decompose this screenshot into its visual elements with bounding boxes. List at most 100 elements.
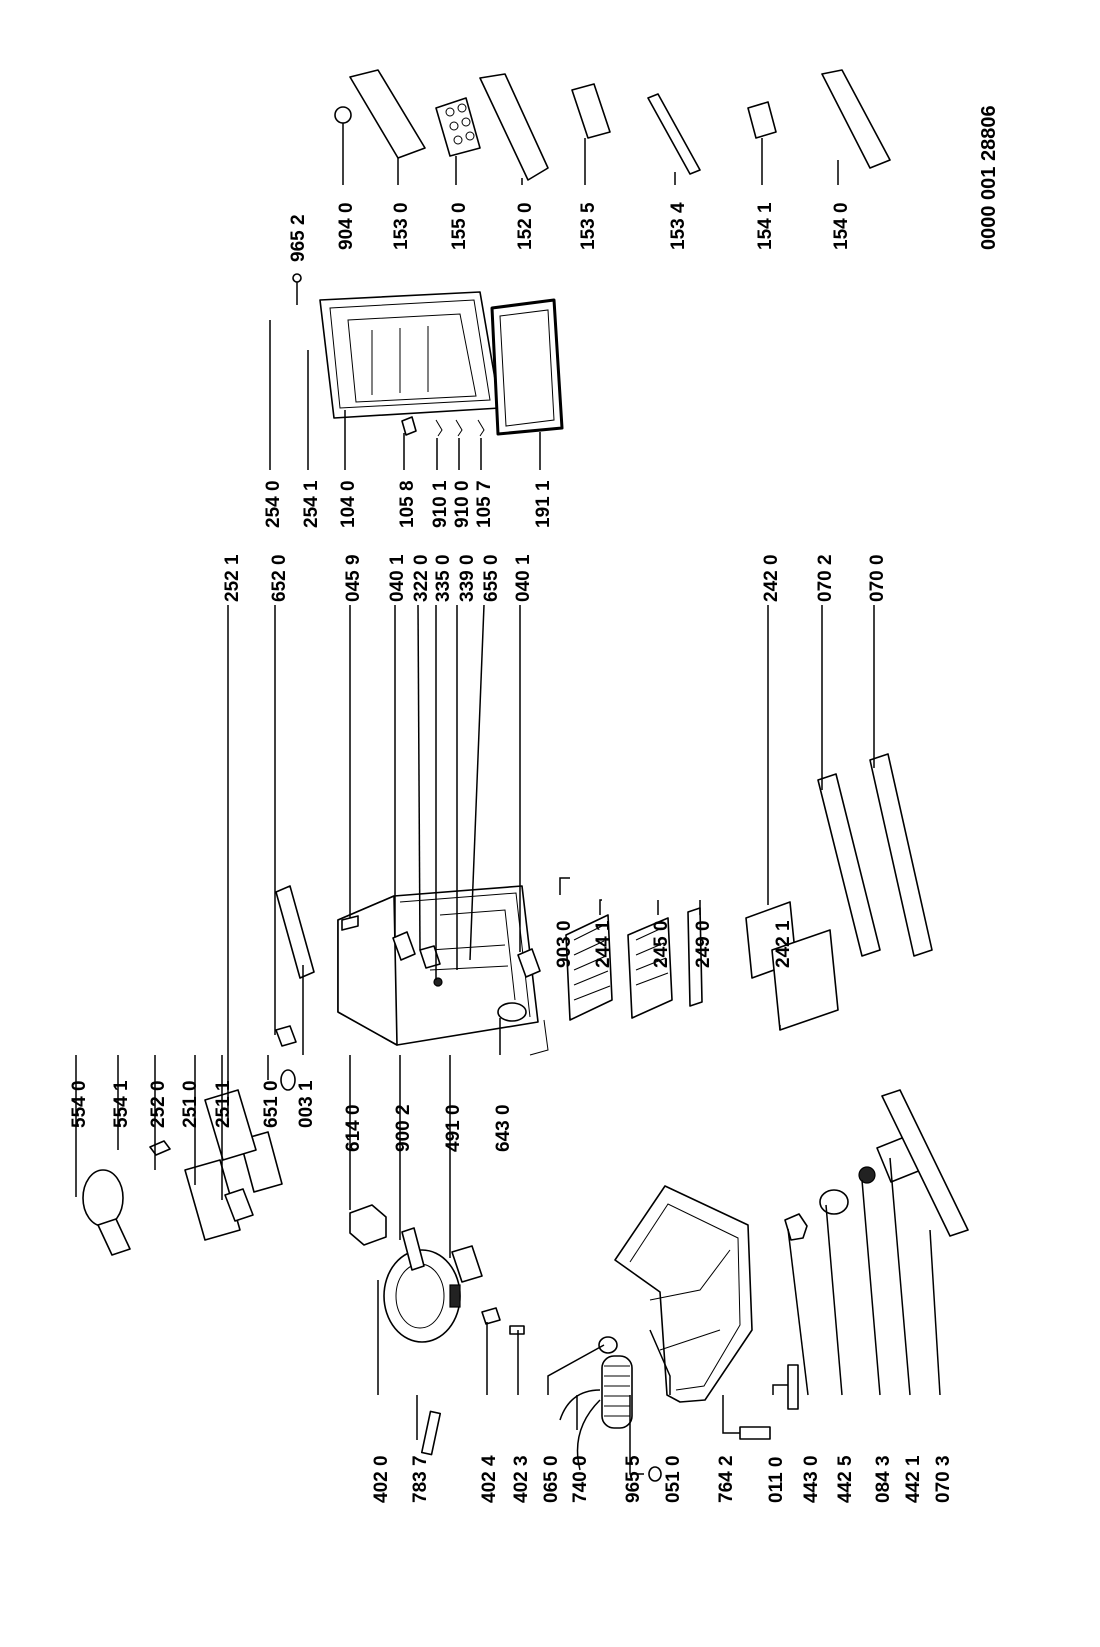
part-condenser-coil xyxy=(559,1355,633,1471)
part-strip xyxy=(275,885,315,979)
part-cover xyxy=(204,1089,257,1161)
part-bracket xyxy=(451,1245,483,1283)
part-154-1 xyxy=(747,101,777,139)
part-box-large xyxy=(771,929,839,1031)
label-965-5: 965 5 xyxy=(623,1455,644,1503)
label-740-0: 740 0 xyxy=(570,1455,591,1503)
label-910-1: 910 1 xyxy=(430,480,451,528)
label-040-1b: 040 1 xyxy=(513,554,534,602)
part-base-frame xyxy=(614,1185,753,1403)
part-shelf-154-0 xyxy=(821,69,891,169)
label-254-0: 254 0 xyxy=(263,480,284,528)
label-242-0: 242 0 xyxy=(761,554,782,602)
label-249-0: 249 0 xyxy=(693,920,714,968)
part-plate xyxy=(401,1227,425,1271)
label-105-7: 105 7 xyxy=(474,480,495,528)
label-153-0: 153 0 xyxy=(391,202,412,250)
label-651-0: 651 0 xyxy=(261,1080,282,1128)
part-knob xyxy=(224,1188,254,1222)
part-084-3 xyxy=(858,1166,876,1184)
part-rail-070-2 xyxy=(817,773,881,957)
label-051-0: 051 0 xyxy=(663,1455,684,1503)
label-402-3: 402 3 xyxy=(511,1455,532,1503)
part-rail-070-0 xyxy=(869,753,933,957)
label-070-0: 070 0 xyxy=(867,554,888,602)
label-070-2: 070 2 xyxy=(815,554,836,602)
part-compressor xyxy=(383,1249,461,1343)
part-cylinder xyxy=(739,1426,771,1440)
label-011-0: 011 0 xyxy=(766,1457,787,1504)
label-252-0: 252 0 xyxy=(148,1080,169,1128)
part-rail-bottom xyxy=(881,1089,969,1237)
part-965-2 xyxy=(292,273,302,283)
label-155-0: 155 0 xyxy=(449,202,470,250)
part-651 xyxy=(280,1069,296,1091)
part-910-0 xyxy=(455,419,463,437)
part-door xyxy=(319,291,501,419)
label-339-0: 339 0 xyxy=(457,554,478,602)
label-040-1a: 040 1 xyxy=(387,554,408,602)
label-070-3: 070 3 xyxy=(933,1455,954,1503)
part-105-8 xyxy=(401,416,417,436)
label-652-0: 652 0 xyxy=(269,554,290,602)
label-402-4: 402 4 xyxy=(479,1455,500,1503)
part-040-1-bottom xyxy=(517,948,541,978)
label-554-1: 554 1 xyxy=(111,1080,132,1128)
document-number: 0000 001 28806 xyxy=(978,105,1000,250)
label-153-4: 153 4 xyxy=(668,202,689,250)
part-tube xyxy=(420,1410,442,1456)
label-443-0: 443 0 xyxy=(801,1455,822,1503)
part-lamp-cover xyxy=(82,1169,124,1227)
label-084-3: 084 3 xyxy=(873,1455,894,1503)
label-900-2: 900 2 xyxy=(393,1104,414,1152)
label-335-0: 335 0 xyxy=(433,554,454,602)
label-614-0: 614 0 xyxy=(343,1104,364,1152)
label-643-0: 643 0 xyxy=(493,1104,514,1152)
label-154-1: 154 1 xyxy=(755,202,776,250)
part-clip-a xyxy=(481,1307,501,1325)
part-cabinet xyxy=(337,885,549,1056)
label-242-1: 242 1 xyxy=(773,920,794,968)
label-910-0: 910 0 xyxy=(452,480,473,528)
label-252-1: 252 1 xyxy=(222,554,243,602)
label-003-1: 003 1 xyxy=(296,1080,317,1128)
part-442-5 xyxy=(819,1189,849,1215)
part-322 xyxy=(419,945,441,969)
label-152-0: 152 0 xyxy=(515,202,536,250)
part-clip-b xyxy=(509,1325,525,1335)
label-244-1: 244 1 xyxy=(593,920,614,968)
part-554-1 xyxy=(149,1140,171,1156)
label-251-0: 251 0 xyxy=(180,1080,201,1128)
part-910-1 xyxy=(435,419,443,437)
part-shelf-a xyxy=(565,914,613,1021)
part-relay xyxy=(349,1204,387,1246)
part-904-0 xyxy=(334,106,352,124)
label-191-1: 191 1 xyxy=(533,480,554,528)
part-shelf-152-0 xyxy=(479,73,549,181)
part-shelf-153-0 xyxy=(349,69,426,159)
label-491-0: 491 0 xyxy=(443,1104,464,1152)
part-lamp-holder xyxy=(97,1218,131,1256)
label-442-1: 442 1 xyxy=(903,1455,924,1503)
label-442-5: 442 5 xyxy=(835,1455,856,1503)
leader-lines xyxy=(75,123,941,1475)
label-251-1: 251 1 xyxy=(213,1080,234,1128)
part-105-7 xyxy=(477,419,485,437)
part-shelf-b xyxy=(627,917,673,1019)
part-443 xyxy=(784,1213,808,1241)
label-903-0: 903 0 xyxy=(554,920,575,968)
label-254-1: 254 1 xyxy=(301,480,322,528)
label-153-5: 153 5 xyxy=(578,202,599,250)
label-065-0: 065 0 xyxy=(541,1455,562,1503)
part-shelf-trim xyxy=(687,907,703,1007)
label-904-0: 904 0 xyxy=(336,202,357,250)
part-gasket xyxy=(490,298,564,436)
label-554-0: 554 0 xyxy=(69,1080,90,1128)
part-labels: 402 0 783 7 402 4 402 3 065 0 740 0 965 … xyxy=(69,105,1000,1503)
label-764-2: 764 2 xyxy=(716,1455,737,1503)
label-105-8: 105 8 xyxy=(397,480,418,528)
label-045-9: 045 9 xyxy=(343,554,364,602)
label-402-0: 402 0 xyxy=(371,1455,392,1503)
part-652 xyxy=(275,1025,297,1047)
